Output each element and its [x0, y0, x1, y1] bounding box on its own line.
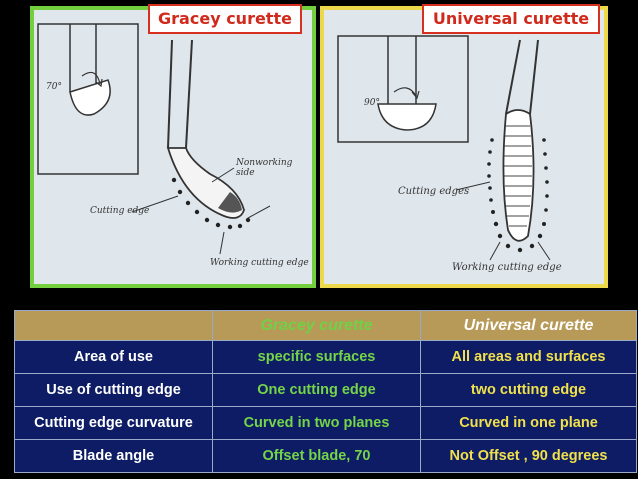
nonworking-side-label: Nonworking side: [236, 158, 293, 178]
row-label: Area of use: [14, 340, 213, 374]
table-row: Blade angle Offset blade, 70 Not Offset …: [14, 439, 637, 473]
gracey-cell: Offset blade, 70: [212, 439, 421, 473]
universal-cell: two cutting edge: [420, 373, 637, 407]
universal-working-edge-label: Working cutting edge: [452, 262, 562, 273]
gracey-curette-drawing: [37, 23, 271, 255]
universal-cutting-edges-label: Cutting edges: [398, 186, 470, 197]
row-label: Use of cutting edge: [14, 373, 213, 407]
table-header-row: Gracey curette Universal curette: [14, 310, 637, 341]
gracey-cell: Curved in two planes: [212, 406, 421, 440]
gracey-angle-label: 70°: [46, 82, 62, 92]
table-row: Use of cutting edge One cutting edge two…: [14, 373, 637, 407]
header-blank: [14, 310, 213, 341]
universal-curette-drawing: [337, 35, 551, 261]
universal-cell: Curved in one plane: [420, 406, 637, 440]
row-label: Blade angle: [14, 439, 213, 473]
gracey-cell: One cutting edge: [212, 373, 421, 407]
universal-cell: Not Offset , 90 degrees: [420, 439, 637, 473]
universal-cell: All areas and surfaces: [420, 340, 637, 374]
gracey-sketch-area: 70° Nonworking side Cutting edge Working…: [34, 10, 312, 284]
header-universal: Universal curette: [420, 310, 637, 341]
universal-angle-label: 90°: [364, 98, 380, 108]
table-row: Cutting edge curvature Curved in two pla…: [14, 406, 637, 440]
gracey-cutting-edge-label: Cutting edge: [90, 206, 150, 216]
comparison-table: Gracey curette Universal curette Area of…: [14, 310, 637, 473]
universal-sketch-area: 90° Cutting edges Working cutting edge: [324, 10, 604, 284]
gracey-curette-figure: 70° Nonworking side Cutting edge Working…: [30, 6, 316, 288]
universal-curette-figure: 90° Cutting edges Working cutting edge: [320, 6, 608, 288]
row-label: Cutting edge curvature: [14, 406, 213, 440]
gracey-cell: specific surfaces: [212, 340, 421, 374]
gracey-title: Gracey curette: [148, 4, 302, 34]
gracey-working-edge-label: Working cutting edge: [210, 258, 309, 268]
universal-title: Universal curette: [422, 4, 600, 34]
table-row: Area of use specific surfaces All areas …: [14, 340, 637, 374]
header-gracey: Gracey curette: [212, 310, 421, 341]
